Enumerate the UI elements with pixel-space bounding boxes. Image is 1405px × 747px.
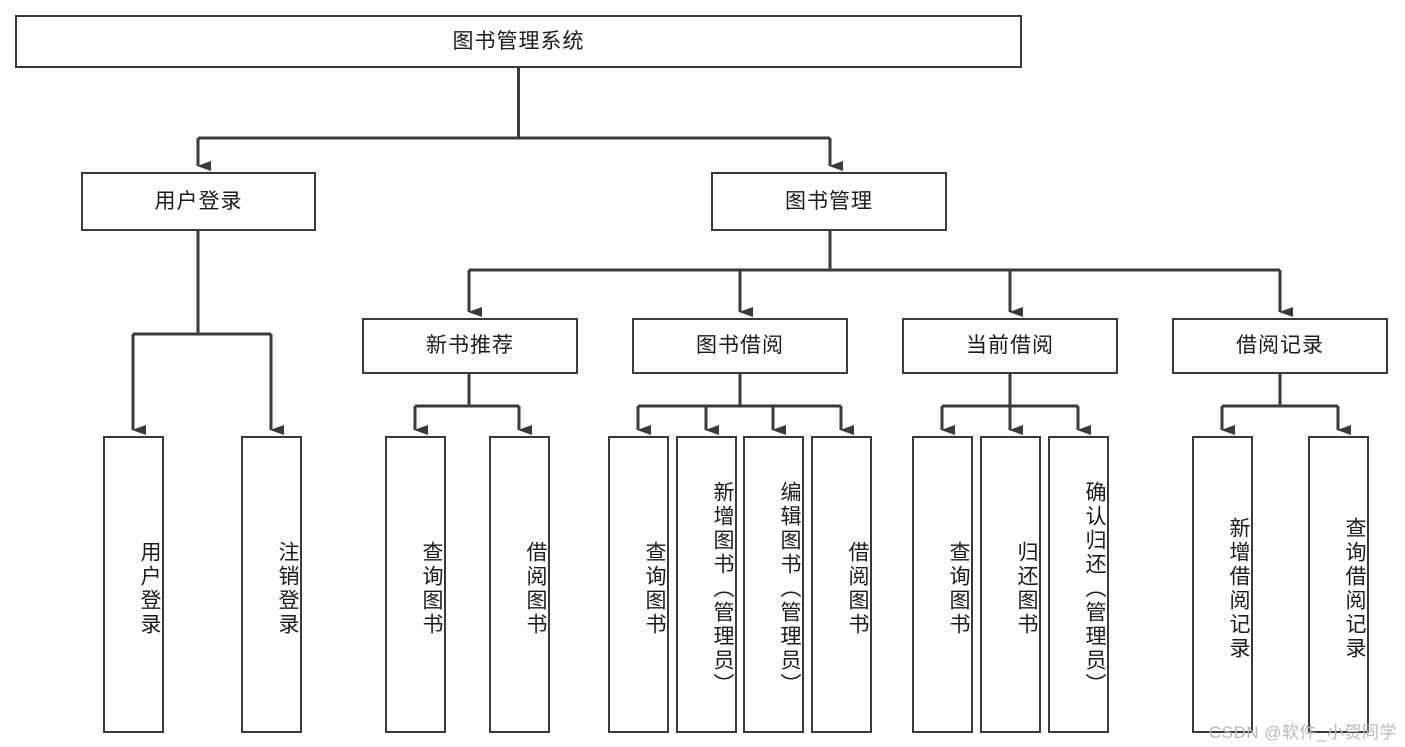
node-new-book-recommend[interactable]: 新书推荐: [362, 318, 578, 374]
node-label: 查询图书: [643, 540, 666, 637]
node-current-borrow[interactable]: 当前借阅: [902, 318, 1118, 374]
node-label: 确认归还（管理员）: [1083, 480, 1106, 697]
node-label: 编辑图书（管理员）: [778, 480, 801, 697]
leaf-current-borrow-confirm-return-admin[interactable]: 确认归还（管理员）: [1048, 436, 1109, 733]
leaf-new-book-borrow-book[interactable]: 借阅图书: [489, 436, 550, 733]
node-borrow-record[interactable]: 借阅记录: [1172, 318, 1388, 374]
leaf-user-login-logout[interactable]: 注销登录: [241, 436, 302, 733]
node-label: 用户登录: [138, 540, 161, 637]
leaf-book-borrow-add-book-admin[interactable]: 新增图书（管理员）: [676, 436, 737, 733]
leaf-current-borrow-return-book[interactable]: 归还图书: [980, 436, 1041, 733]
leaf-new-book-query-book[interactable]: 查询图书: [385, 436, 446, 733]
leaf-borrow-record-add-record[interactable]: 新增借阅记录: [1192, 436, 1253, 733]
node-label: 借阅记录: [1236, 334, 1324, 358]
leaf-current-borrow-query-book[interactable]: 查询图书: [912, 436, 973, 733]
node-label: 图书管理: [785, 189, 873, 213]
node-label: 用户登录: [154, 189, 243, 213]
node-book-borrow[interactable]: 图书借阅: [632, 318, 848, 374]
leaf-user-login-login[interactable]: 用户登录: [103, 436, 164, 733]
node-label: 查询图书: [947, 540, 970, 637]
node-label: 新增借阅记录: [1227, 516, 1250, 661]
node-label: 新书推荐: [426, 334, 514, 358]
node-root-book-management-system[interactable]: 图书管理系统: [15, 15, 1022, 68]
leaf-book-borrow-query-book[interactable]: 查询图书: [608, 436, 669, 733]
node-label: 图书借阅: [696, 334, 784, 358]
node-label: 新增图书（管理员）: [711, 480, 734, 697]
leaf-borrow-record-query-record[interactable]: 查询借阅记录: [1308, 436, 1369, 733]
csdn-watermark: CSDN @软件_小贺同学: [1208, 723, 1397, 742]
node-book-management[interactable]: 图书管理: [711, 172, 947, 231]
node-label: 查询图书: [420, 540, 443, 637]
node-label: 图书管理系统: [452, 29, 585, 53]
node-label: 注销登录: [276, 540, 299, 637]
node-label: 借阅图书: [524, 540, 547, 637]
leaf-book-borrow-edit-book-admin[interactable]: 编辑图书（管理员）: [743, 436, 804, 733]
node-label: 借阅图书: [846, 540, 869, 637]
node-user-login[interactable]: 用户登录: [81, 172, 316, 231]
leaf-book-borrow-borrow-book[interactable]: 借阅图书: [811, 436, 872, 733]
node-label: 归还图书: [1015, 540, 1038, 637]
node-label: 查询借阅记录: [1343, 516, 1366, 661]
node-label: 当前借阅: [966, 334, 1054, 358]
